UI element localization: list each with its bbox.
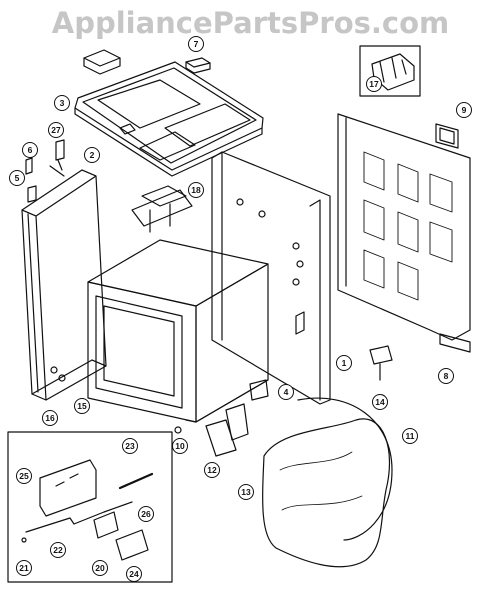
lower-bracket-part — [439, 333, 471, 353]
callout-5: 5 — [9, 170, 25, 186]
callout-14: 14 — [372, 394, 388, 410]
callout-21: 21 — [16, 560, 32, 576]
callout-3: 3 — [54, 95, 70, 111]
watermark-text: AppliancePartsPros.com — [51, 6, 450, 40]
callout-11: 11 — [402, 428, 418, 444]
plate-part — [435, 123, 459, 149]
callout-9: 9 — [456, 102, 472, 118]
latch-part — [249, 379, 269, 401]
callout-17: 17 — [366, 76, 382, 92]
insulation-part — [262, 418, 390, 568]
callout-16: 16 — [42, 410, 58, 426]
callout-12: 12 — [204, 462, 220, 478]
callout-18: 18 — [188, 182, 204, 198]
callout-24: 24 — [126, 566, 142, 582]
bracket-part — [131, 185, 193, 233]
block-part — [83, 49, 121, 75]
screw-parts — [50, 366, 182, 434]
callout-20: 20 — [92, 560, 108, 576]
back-panel-part — [337, 113, 471, 341]
callout-13: 13 — [238, 484, 254, 500]
front-frame-part — [21, 169, 107, 401]
callout-8: 8 — [438, 368, 454, 384]
oven-cavity-part — [87, 239, 269, 423]
callout-4: 4 — [278, 384, 294, 400]
callout-22: 22 — [50, 542, 66, 558]
small-mount-part — [369, 345, 393, 381]
inset-box — [7, 431, 173, 583]
side-panel-part — [211, 151, 331, 405]
callout-7: 7 — [188, 36, 204, 52]
callout-6: 6 — [22, 142, 38, 158]
cap-part — [185, 57, 211, 74]
top-panel-part — [74, 61, 264, 177]
callout-27: 27 — [48, 122, 64, 138]
gasket-part — [297, 397, 393, 541]
callout-2: 2 — [84, 147, 100, 163]
callout-23: 23 — [122, 438, 138, 454]
hinge-part — [205, 403, 249, 457]
callout-26: 26 — [138, 506, 154, 522]
callout-1: 1 — [336, 355, 352, 371]
callout-15: 15 — [74, 398, 90, 414]
callout-25: 25 — [16, 468, 32, 484]
callout-10: 10 — [172, 438, 188, 454]
